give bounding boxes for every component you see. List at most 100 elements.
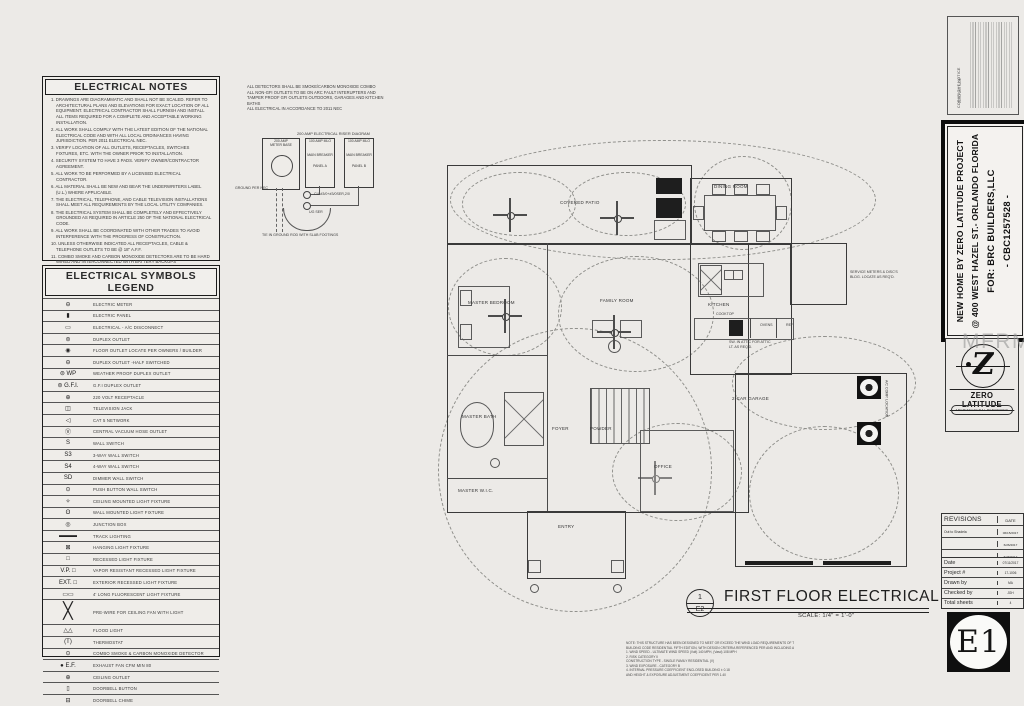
porch-column-base: [613, 584, 622, 593]
revision-row: 6/28/2017: [942, 549, 1023, 561]
electrical-notes-list: 1. DRAWINGS ARE DIAGRAMMATIC AND SHALL N…: [43, 97, 219, 265]
legend-label: WALL MOUNTED LIGHT FIXTURE: [93, 510, 165, 516]
meter-dial: [271, 155, 293, 177]
ceiling-fan-icon: [600, 201, 634, 235]
legend-list: ⊖ELECTRIC METER▮ELECTRIC PANEL▭ELECTRICA…: [43, 298, 219, 706]
legend-label: DIMMER WALL SWITCH: [93, 475, 144, 481]
electrical-note-item: 7. THE ELECTRICAL, TELEPHONE, AND CABLE …: [51, 196, 208, 208]
4-way-switch-icon: S4: [64, 463, 72, 470]
room-label-kitchen: KITCHEN: [708, 302, 730, 307]
riser-note-line: TAMPER PROOF GFI OUTLETS OUTDOORS, GARAG…: [247, 95, 384, 101]
counter-divider: [750, 318, 751, 338]
legend-label: WALL SWITCH: [93, 440, 124, 446]
panel-a-box: 100 AMP MLO MAIN BREAKER PANEL A: [305, 138, 335, 188]
wire-size-label: CU-#3/0+#3/0SER,2/0: [314, 192, 350, 196]
electrical-note-item: 1. DRAWINGS ARE DIAGRAMMATIC AND SHALL N…: [51, 97, 209, 125]
legend-label: DUPLEX OUTLET -HALF SWITCHED: [93, 359, 170, 365]
legend-label: CEILING OUTLET: [93, 674, 131, 680]
ceiling-light-icon: ✧: [65, 498, 71, 505]
logo-name: ZERO LATITUDE: [949, 389, 1015, 411]
legend-row: (T)THERMOSTAT: [43, 636, 219, 648]
legend-row: □RECESSED LIGHT FIXTURE: [43, 553, 219, 565]
riser-notes: ALL DETECTORS SHALL BE SMOKE/CARBON MONO…: [247, 84, 407, 112]
ground-line: [282, 188, 283, 232]
range: [729, 320, 743, 336]
duplex-outlet-half-switched-icon: ⊖: [65, 359, 71, 366]
info-value: 17-1006: [997, 570, 1023, 575]
legend-row: ⊕220 VOLT RECEPTACLE: [43, 390, 219, 403]
ceiling-fan-icon: [493, 198, 527, 232]
ground-rod-arc: [283, 208, 331, 231]
meter-label-1: 200 AMP: [274, 139, 288, 143]
revision-date: 6/28/2017: [997, 552, 1023, 559]
duplex-outlet-icon: ⊜: [65, 336, 71, 343]
dining-chair: [693, 206, 704, 220]
electrical-note-item: 11. COMBO SMOKE AND CARBON MONOXIDE DETE…: [51, 253, 210, 265]
dining-chair: [734, 231, 748, 242]
legend-label: PUSH BUTTON WALL SWITCH: [93, 487, 158, 493]
room-label-covered-patio: COVERED PATIO: [560, 200, 600, 205]
wiring-arc: [568, 172, 686, 236]
patio-counter: [654, 220, 686, 240]
legend-row: ✧CEILING MOUNTED LIGHT FIXTURE: [43, 495, 219, 507]
room-label-powder: POWDER: [590, 426, 612, 431]
panel-b-breaker: MAIN BREAKER: [346, 153, 372, 158]
dining-chair: [756, 231, 770, 242]
electrical-note-item: 10. UNLESS OTHERWISE INDICATED ALL RECEP…: [51, 240, 188, 252]
room-label-master-bath: MASTER BATH: [462, 414, 497, 419]
panel-a-breaker: MAIN BREAKER: [307, 153, 333, 158]
pillow: [460, 324, 472, 340]
television-jack-icon: ◫: [65, 406, 71, 413]
revision-row: 6/26/2017: [942, 537, 1023, 549]
riser-title: 200 AMP ELECTRICAL RISER DIAGRAM: [297, 131, 370, 136]
legend-label: DUPLEX OUTLET: [93, 336, 131, 342]
smoke-co-detector-icon: ⊙: [65, 651, 71, 658]
legend-label: 4' LONG FLUORESCENT LIGHT FIXTURE: [93, 591, 181, 597]
info-value: 07/11/2017: [997, 560, 1023, 565]
pillow: [460, 290, 472, 306]
thermostat-icon: (T): [64, 639, 72, 646]
electric-panel-icon: ▮: [66, 313, 70, 320]
electrical-riser-diagram: ALL DETECTORS SHALL BE SMOKE/CARBON MONO…: [235, 80, 415, 245]
legend-label: TELEVISION JACK: [93, 406, 133, 412]
kitchen-island: [698, 263, 764, 297]
feeder-line: [310, 205, 359, 206]
ceiling-fan-icon: [597, 315, 631, 349]
drawing-scale: SCALE: 1/4" = 1'-0": [798, 613, 855, 619]
weather-proof-outlet-icon: ⊜ WP: [59, 371, 77, 378]
porch-column: [528, 560, 541, 573]
wall-covered-patio: [447, 165, 692, 245]
revision-date: 6/26/2017: [997, 540, 1023, 547]
cooktop-label: COOKTOP: [716, 312, 734, 316]
project-title-inner-border: [947, 126, 1023, 336]
revision-description: [942, 543, 997, 545]
legend-label: RECESSED LIGHT FIXTURE: [93, 556, 153, 562]
ground-label: GROUND PER NEC: [235, 186, 268, 190]
copyright-notice-box: COPYRIGHT NOTICE ZERO LATITUDE: [947, 16, 1019, 115]
room-label-master-wic: MASTER W.I.C.: [458, 488, 494, 493]
room-label-master-bedroom: MASTER BEDROOM: [468, 300, 515, 305]
220v-receptacle-icon: ⊕: [65, 394, 71, 401]
revision-date: 06/15/2017: [997, 528, 1023, 535]
wall-pool-bath: [790, 243, 847, 305]
ac-condenser-unit: [857, 376, 881, 399]
legend-row: ⊙COMBO SMOKE & CARBON MONOXIDE DETECTOR: [43, 647, 219, 660]
detail-sheet-ref: E2: [695, 606, 705, 613]
legend-row: ⊕CEILING OUTLET: [43, 670, 219, 683]
project-line-4: - CBC1257528 -: [1001, 194, 1012, 268]
panel-a-amps: 100 AMP MLO: [309, 139, 331, 143]
wiring-arc: [438, 328, 712, 612]
wind-note-line: 3. WIND EXPOSURE - CATEGORY B: [626, 663, 681, 668]
shower: [504, 392, 544, 446]
electrical-note-item: 4. SECURITY SYSTEM TO HAVE 3 PADS. VERIF…: [51, 158, 199, 169]
legend-label: ELECTRIC METER: [93, 301, 133, 307]
legend-label: EXHAUST FAN CFM MIN 80: [93, 663, 152, 669]
